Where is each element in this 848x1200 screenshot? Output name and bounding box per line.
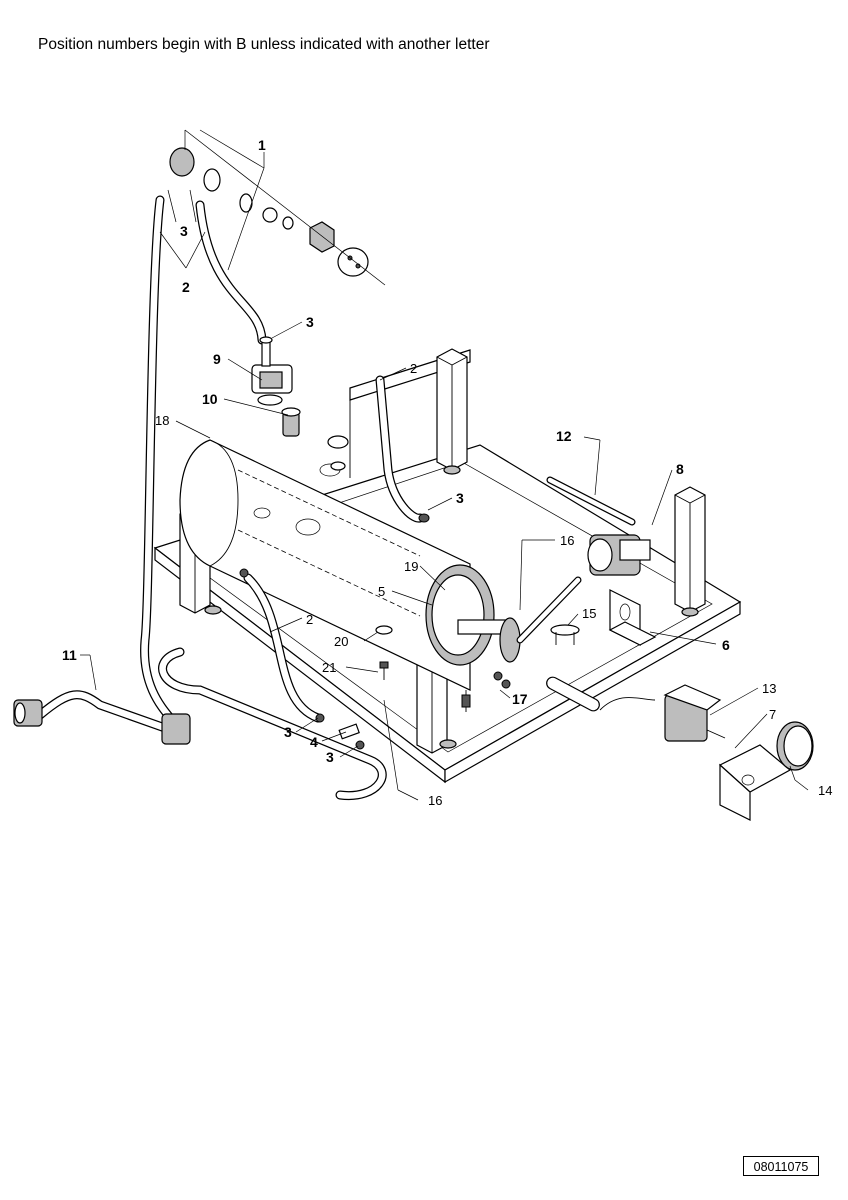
- drawing-id-box: 08011075: [743, 1156, 819, 1176]
- callout-3c: 3: [456, 490, 464, 506]
- callout-3e: 3: [326, 749, 334, 765]
- callout-labels: 1 3 2 3 9 10 18 2 3 12 8 16 19 5 15 6 2 …: [62, 137, 832, 808]
- callout-18: 18: [155, 413, 169, 428]
- callout-16a: 16: [560, 533, 574, 548]
- knob-14: [776, 721, 814, 771]
- callout-4: 4: [310, 734, 318, 750]
- post-right: [674, 486, 706, 613]
- thermostat-15: [550, 624, 580, 645]
- callout-10: 10: [202, 391, 218, 407]
- hoses: [140, 195, 425, 801]
- position-number-note: Position numbers begin with B unless ind…: [38, 36, 490, 53]
- callout-3a: 3: [180, 223, 188, 239]
- post-rear: [436, 348, 468, 471]
- callout-9: 9: [213, 351, 221, 367]
- callout-3d: 3: [284, 724, 292, 740]
- callout-17: 17: [512, 691, 528, 707]
- pressure-switch-assembly: [516, 476, 651, 644]
- connector-fitting: [281, 407, 301, 437]
- callout-19: 19: [404, 559, 418, 574]
- bracket-7: [718, 744, 792, 821]
- callout-2b: 2: [410, 361, 417, 376]
- callout-2a: 2: [182, 279, 190, 295]
- callout-15: 15: [582, 606, 596, 621]
- callout-13: 13: [762, 681, 776, 696]
- heating-flange: [425, 564, 521, 712]
- leader-lines: [80, 129, 809, 801]
- callout-2c: 2: [306, 612, 313, 627]
- callout-12: 12: [556, 428, 572, 444]
- thermostat-13: [546, 676, 726, 742]
- callout-20: 20: [334, 634, 348, 649]
- callout-6: 6: [722, 637, 730, 653]
- small-parts: [239, 435, 430, 750]
- callout-5: 5: [378, 584, 385, 599]
- callout-3b: 3: [306, 314, 314, 330]
- callout-16b: 16: [428, 793, 442, 808]
- callout-1: 1: [258, 137, 266, 153]
- callout-7: 7: [769, 707, 776, 722]
- callout-11: 11: [62, 647, 77, 663]
- solenoid-valve: [251, 336, 293, 406]
- inlet-hose: [13, 690, 191, 745]
- callout-21: 21: [322, 660, 336, 675]
- inlet-fittings: [169, 129, 386, 286]
- callout-8: 8: [676, 461, 684, 477]
- water-tank: [179, 439, 471, 691]
- callout-14: 14: [818, 783, 832, 798]
- bracket-6: [608, 589, 657, 646]
